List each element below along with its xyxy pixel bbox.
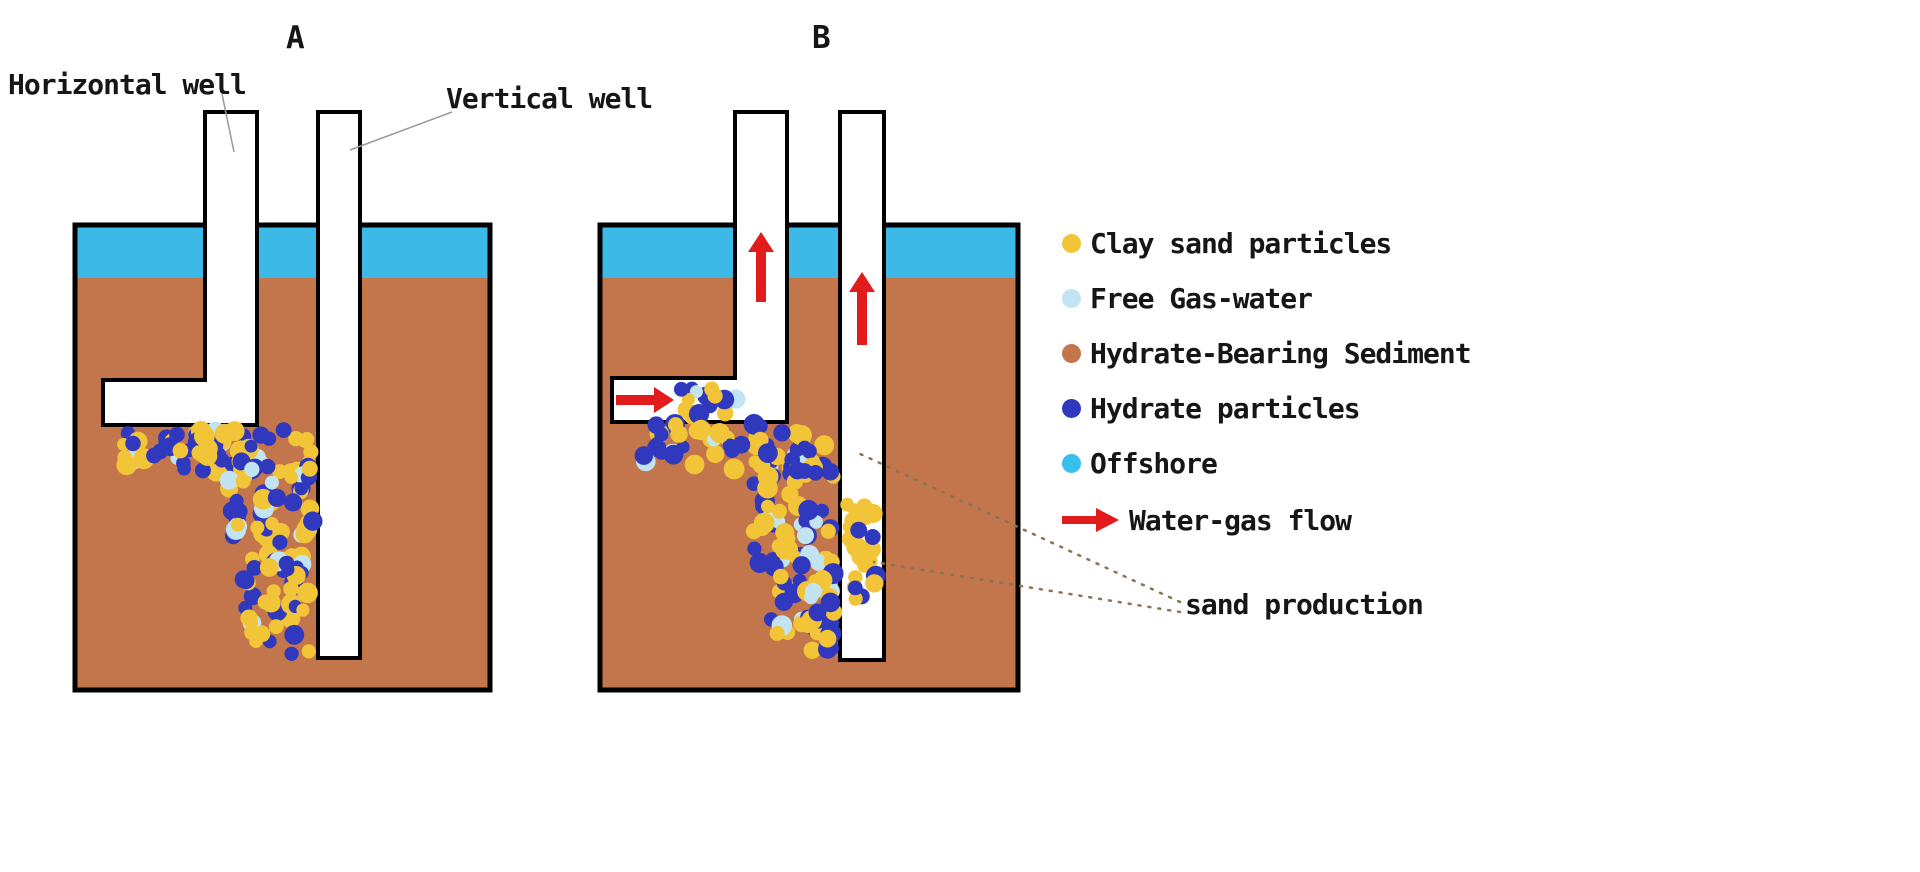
particle-cluster-b	[634, 381, 886, 659]
vertical-well-leader-line	[349, 111, 453, 151]
offshore-dot-icon	[1062, 453, 1081, 473]
panel-a-title: A	[286, 20, 305, 56]
flow-arrows	[616, 232, 875, 413]
legend-label: Clay sand particles	[1090, 226, 1392, 260]
clay-sand-dot-icon	[1062, 233, 1081, 253]
up-flow-arrow-vertical-well	[849, 272, 875, 345]
sand-production-label: sand production	[1185, 588, 1424, 621]
box-border-b	[597, 222, 1021, 693]
particle-cluster-a	[116, 421, 323, 661]
horizontal-well-label: Horizontal well	[8, 68, 247, 101]
horizontal-well-leader-line	[221, 93, 235, 153]
legend-item-offshore: Offshore	[1062, 446, 1218, 480]
hydrate-sediment-dot-icon	[1062, 343, 1081, 363]
offshore-layer-b	[600, 225, 1018, 278]
up-flow-arrow-horizontal-well	[748, 232, 774, 302]
legend-item-free-gas-water: Free Gas-water	[1062, 281, 1313, 315]
legend-label: Water-gas flow	[1129, 503, 1352, 537]
legend-item-water-gas-flow: Water-gas flow	[1062, 503, 1352, 537]
legend-item-hydrate-sediment: Hydrate-Bearing Sediment	[1062, 336, 1472, 370]
horizontal-well-b	[610, 110, 789, 424]
legend-label: Hydrate-Bearing Sediment	[1090, 336, 1472, 370]
water-gas-flow-arrow-icon	[1062, 507, 1120, 533]
legend-label: Offshore	[1090, 446, 1218, 480]
sand-production-leader-lower	[872, 560, 1182, 614]
vertical-well-label: Vertical well	[446, 82, 653, 115]
offshore-layer-a	[75, 225, 490, 278]
sand-production-leader-upper	[854, 450, 1182, 604]
vertical-well-a	[316, 110, 362, 660]
legend-item-hydrate-particles: Hydrate particles	[1062, 391, 1361, 425]
wells	[101, 110, 886, 662]
legend-item-clay-sand: Clay sand particles	[1062, 226, 1392, 260]
box-border-a	[72, 222, 493, 693]
inflow-arrow-horizontal-well	[616, 387, 674, 413]
hydrate-particles-dot-icon	[1062, 398, 1081, 418]
legend-label: Hydrate particles	[1090, 391, 1361, 425]
free-gas-water-dot-icon	[1062, 288, 1081, 308]
panel-b-title: B	[812, 20, 831, 56]
legend-label: Free Gas-water	[1090, 281, 1313, 315]
horizontal-well-a	[101, 110, 259, 427]
leader-lines	[221, 93, 1182, 614]
